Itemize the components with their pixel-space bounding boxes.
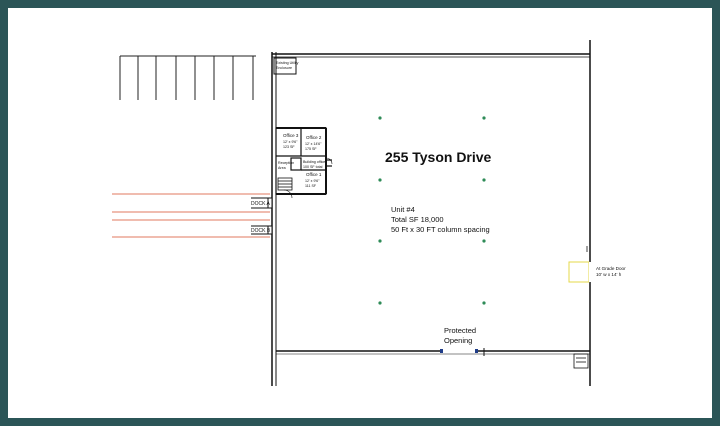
utility-enclosure: Existing Utility Enclosure xyxy=(273,57,299,75)
column-dot xyxy=(378,239,382,243)
utility-fixture xyxy=(573,353,589,369)
reception-label-1: Reception xyxy=(278,161,294,165)
office-2-dim: 12' x 14'6" xyxy=(305,142,322,146)
column-grid xyxy=(378,116,486,305)
column-dot xyxy=(482,239,486,243)
bldg-office-label-2: 100 SF total xyxy=(303,165,323,169)
dock-lines xyxy=(112,193,270,238)
bldg-office-label-1: Building office xyxy=(303,160,325,164)
office-2-area: 175 SF xyxy=(305,147,317,151)
utility-label-1: Existing Utility xyxy=(276,61,299,65)
protected-opening: Protected Opening xyxy=(440,326,485,356)
building-title: 255 Tyson Drive xyxy=(385,149,492,165)
office-1-name: Office 1 xyxy=(306,172,322,177)
office-labels: Office 3 12' x 9'6" 123 SF Office 2 12' … xyxy=(278,133,325,188)
column-dot xyxy=(482,116,486,120)
column-dot xyxy=(378,178,382,182)
unit-label: Unit #4 xyxy=(391,205,415,214)
parking-stalls xyxy=(119,55,256,100)
column-dot xyxy=(378,116,382,120)
office-3-area: 123 SF xyxy=(283,145,295,149)
office-1-area: 111 SF xyxy=(305,184,317,188)
total-sf-label: Total SF 18,000 xyxy=(391,215,444,224)
grade-door-label-2: 10' w x 14' h xyxy=(596,272,622,277)
reception-label-2: Area xyxy=(278,166,286,170)
office-1-dim: 12' x 9'6" xyxy=(305,179,320,183)
dock-b-label: DOCK B xyxy=(251,228,271,234)
entrance-stairs xyxy=(277,177,293,199)
building-walls xyxy=(271,40,591,386)
office-2-name: Office 2 xyxy=(306,135,322,140)
dock-a-label: DOCK A xyxy=(251,201,271,207)
floor-plan-frame: Existing Utility Enclosure Office 3 12' … xyxy=(8,8,712,418)
grade-door-label-1: At Grade Door xyxy=(596,266,626,271)
protected-label-1: Protected xyxy=(444,326,476,335)
column-dot xyxy=(482,178,486,182)
utility-label-2: Enclosure xyxy=(276,66,292,70)
office-3-name: Office 3 xyxy=(283,133,299,138)
office-3-dim: 12' x 9'6" xyxy=(283,140,298,144)
office-block xyxy=(275,127,333,195)
column-dot xyxy=(482,301,486,305)
floor-plan-drawing: Existing Utility Enclosure Office 3 12' … xyxy=(112,40,626,386)
column-dot xyxy=(378,301,382,305)
column-spacing-label: 50 Ft x 30 FT column spacing xyxy=(391,225,490,234)
dock-doors xyxy=(251,197,273,235)
protected-label-2: Opening xyxy=(444,336,472,345)
grade-door: At Grade Door 10' w x 14' h xyxy=(568,246,626,283)
